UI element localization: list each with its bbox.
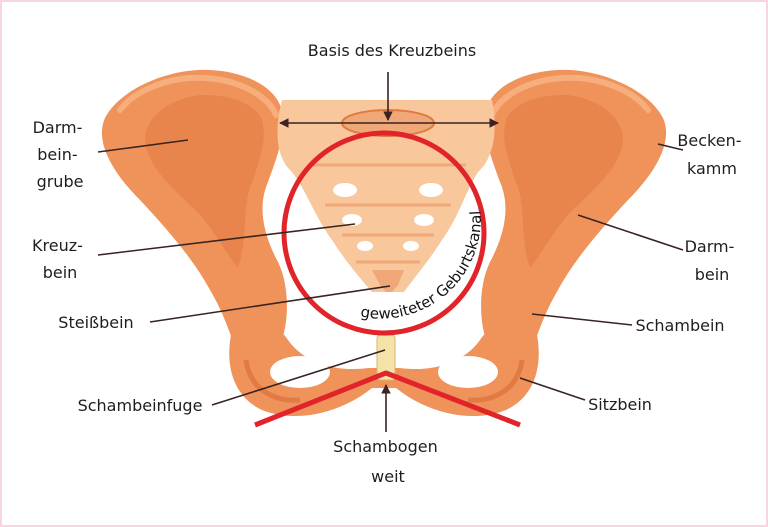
label-darmbeingrube: Darm- bein- grube: [33, 118, 88, 191]
label-schambein: Schambein: [635, 316, 724, 335]
sacral-foramen: [342, 214, 362, 226]
sacral-foramen: [414, 214, 434, 226]
sacral-foramen: [333, 183, 357, 197]
leader-beckenkamm: [657, 143, 684, 151]
sacral-ridges: [310, 163, 466, 264]
leader-steissbein: [149, 285, 391, 323]
label-kreuzbein: Kreuz- bein: [32, 236, 88, 282]
right-ischium-shade: [467, 359, 525, 403]
sacral-foramen: [357, 241, 373, 251]
pubic-ischium-ring: [229, 318, 539, 417]
pubic-arch-lines: [254, 370, 521, 428]
label-sitzbein: Sitzbein: [588, 395, 652, 414]
left-crest: [117, 74, 279, 118]
label-schambogen: Schambogen weit: [333, 437, 443, 486]
leader-sitzbein: [519, 377, 586, 401]
label-beckenkamm: Becken- kamm: [677, 131, 746, 178]
label-schambeinfuge: Schambeinfuge: [78, 396, 203, 415]
right-crest: [489, 74, 651, 118]
left-ischium-shade: [243, 359, 301, 403]
label-basis-des-kreuzbeins: Basis des Kreuzbeins: [308, 41, 476, 60]
label-darmbein: Darm- bein: [685, 237, 740, 284]
leader-darmbeingrube: [97, 139, 189, 153]
sacral-foramen: [403, 241, 419, 251]
leader-schambeinfuge: [211, 349, 386, 406]
leader-kreuzbein: [97, 223, 356, 256]
right-obturator: [438, 356, 498, 388]
leader-schambein: [531, 313, 633, 326]
coccyx: [372, 270, 404, 292]
leader-darmbein: [577, 214, 684, 251]
sacral-foramen: [419, 183, 443, 197]
left-obturator: [270, 356, 330, 388]
right-iliac-fossa: [504, 94, 624, 269]
left-iliac-fossa: [144, 94, 264, 269]
label-steissbein: Steißbein: [58, 313, 133, 332]
